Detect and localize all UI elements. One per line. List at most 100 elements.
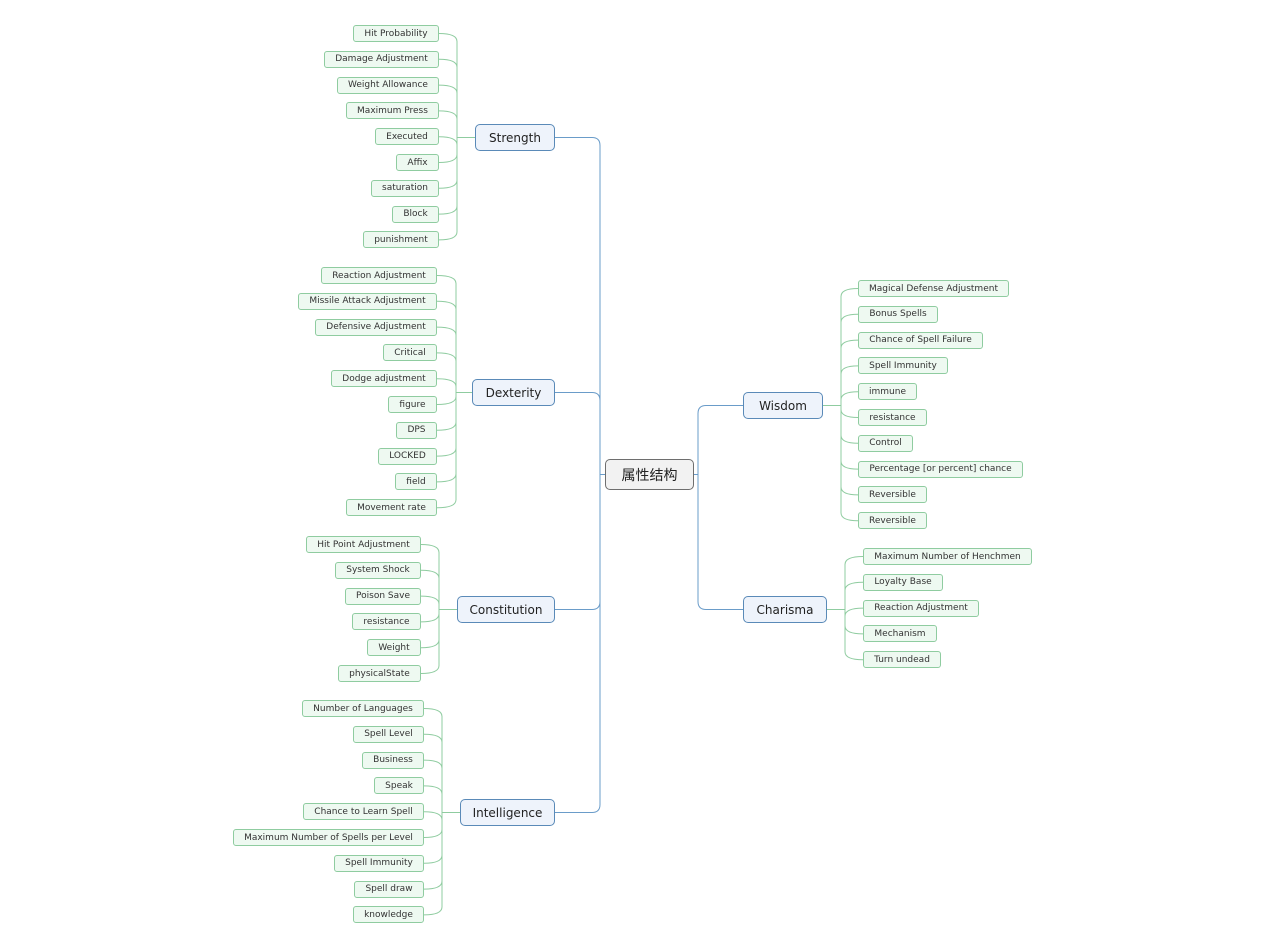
leaf-node[interactable]: Poison Save: [345, 587, 421, 605]
connector-leaf: [844, 609, 864, 661]
leaf-node[interactable]: physicalState: [338, 665, 421, 682]
connector-leaf: [438, 33, 458, 138]
connector-leaf: [840, 313, 859, 406]
leaf-node[interactable]: Movement rate: [346, 499, 437, 517]
connector-leaf: [438, 137, 458, 215]
connector-leaf: [436, 392, 457, 483]
leaf-node[interactable]: saturation: [371, 179, 439, 197]
leaf-node[interactable]: Reaction Adjustment: [321, 267, 437, 284]
leaf-node[interactable]: punishment: [363, 231, 439, 249]
connector-leaf: [844, 581, 864, 610]
connector-leaf: [423, 812, 443, 890]
leaf-node[interactable]: Bonus Spells: [858, 305, 938, 323]
leaf-node[interactable]: Critical: [383, 344, 437, 362]
leaf-node[interactable]: Hit Probability: [353, 25, 439, 42]
leaf-node[interactable]: Missile Attack Adjustment: [298, 292, 437, 310]
connector-leaf: [436, 352, 457, 393]
connector-leaf: [438, 136, 458, 145]
branch-strength[interactable]: Strength: [475, 124, 555, 151]
leaf-node[interactable]: Maximum Number of Spells per Level: [233, 829, 424, 846]
connector-leaf: [423, 785, 443, 813]
connector-leaf: [420, 595, 440, 610]
connector-leaf: [436, 392, 457, 431]
connector-leaf: [436, 378, 457, 393]
leaf-node[interactable]: resistance: [352, 613, 421, 631]
leaf-node[interactable]: field: [395, 473, 437, 491]
connector-leaf: [436, 326, 457, 393]
connector-leaf: [840, 365, 859, 406]
connector-leaf: [423, 733, 443, 813]
connector-leaf: [840, 405, 859, 418]
branch-constitution[interactable]: Constitution: [457, 596, 555, 623]
connector-root-dexterity: [555, 392, 605, 475]
leaf-node[interactable]: Mechanism: [863, 625, 937, 643]
leaf-node[interactable]: Defensive Adjustment: [315, 318, 437, 336]
leaf-node[interactable]: Chance of Spell Failure: [858, 331, 983, 349]
leaf-node[interactable]: Damage Adjustment: [324, 50, 439, 68]
connector-leaf: [420, 609, 440, 623]
leaf-node[interactable]: immune: [858, 383, 917, 401]
leaf-node[interactable]: Control: [858, 434, 913, 452]
leaf-node[interactable]: System Shock: [335, 561, 421, 579]
leaf-node[interactable]: Reversible: [858, 486, 927, 504]
leaf-node[interactable]: figure: [388, 396, 437, 413]
leaf-node[interactable]: Spell Level: [353, 725, 424, 743]
connector-leaf: [436, 275, 457, 393]
connector-leaf: [844, 609, 864, 635]
connector-leaf: [423, 708, 443, 813]
leaf-node[interactable]: Magical Defense Adjustment: [858, 280, 1009, 297]
connector-leaf: [423, 812, 443, 838]
leaf-node[interactable]: Reversible: [858, 512, 927, 530]
leaf-node[interactable]: resistance: [858, 409, 927, 426]
branch-intelligence[interactable]: Intelligence: [460, 799, 555, 826]
leaf-node[interactable]: Spell Immunity: [858, 357, 948, 375]
connector-root-intelligence: [555, 474, 605, 813]
leaf-node[interactable]: Business: [362, 751, 424, 769]
connector-leaf: [840, 391, 859, 406]
leaf-node[interactable]: Weight Allowance: [337, 76, 439, 94]
branch-wisdom[interactable]: Wisdom: [743, 392, 823, 419]
connector-leaf: [420, 609, 440, 649]
leaf-node[interactable]: Dodge adjustment: [331, 370, 437, 388]
root-node[interactable]: 属性结构: [605, 459, 694, 490]
leaf-node[interactable]: DPS: [396, 421, 437, 439]
leaf-node[interactable]: Executed: [375, 128, 439, 146]
connector-leaf: [840, 405, 859, 444]
leaf-node[interactable]: knowledge: [353, 906, 424, 924]
connector-leaf: [436, 392, 457, 405]
connector-leaf: [438, 137, 458, 241]
connector-leaf: [423, 811, 443, 820]
leaf-node[interactable]: Maximum Press: [346, 102, 439, 120]
connector-leaf: [436, 392, 457, 509]
connector-leaf: [438, 58, 458, 138]
leaf-node[interactable]: Percentage [or percent] chance: [858, 460, 1023, 478]
branch-dexterity[interactable]: Dexterity: [472, 379, 555, 406]
connector-leaf: [420, 544, 440, 610]
leaf-node[interactable]: Affix: [396, 154, 439, 171]
connector-leaf: [840, 339, 859, 406]
connector-leaf: [438, 137, 458, 163]
connector-leaf: [840, 405, 859, 522]
leaf-node[interactable]: Number of Languages: [302, 700, 424, 717]
connector-root-strength: [555, 137, 605, 475]
connector-leaf: [420, 609, 440, 674]
leaf-node[interactable]: Block: [392, 205, 439, 223]
branch-charisma[interactable]: Charisma: [743, 596, 827, 623]
connector-leaf: [423, 812, 443, 916]
leaf-node[interactable]: Speak: [374, 777, 424, 795]
leaf-node[interactable]: LOCKED: [378, 447, 437, 465]
connector-leaf: [840, 288, 859, 406]
leaf-node[interactable]: Weight: [367, 639, 421, 657]
leaf-node[interactable]: Chance to Learn Spell: [303, 803, 424, 821]
leaf-node[interactable]: Hit Point Adjustment: [306, 536, 421, 553]
leaf-node[interactable]: Loyalty Base: [863, 573, 943, 591]
leaf-node[interactable]: Maximum Number of Henchmen: [863, 548, 1032, 565]
leaf-node[interactable]: Turn undead: [863, 651, 941, 669]
leaf-node[interactable]: Spell Immunity: [334, 854, 424, 872]
leaf-node[interactable]: Spell draw: [354, 880, 424, 898]
connector-leaf: [438, 110, 458, 138]
connector-leaf: [436, 300, 457, 393]
leaf-node[interactable]: Reaction Adjustment: [863, 599, 979, 617]
connector-leaf: [844, 556, 864, 610]
